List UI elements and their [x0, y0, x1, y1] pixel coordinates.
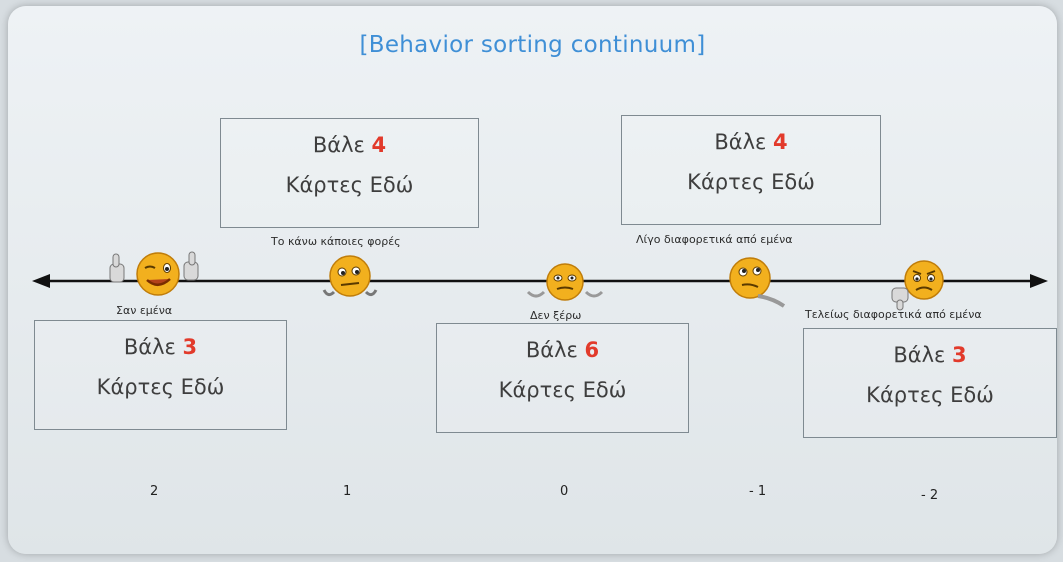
card-count: 6: [584, 338, 600, 362]
card-position-minus-2: Βάλε 3 Κάρτες Εδώ: [803, 328, 1057, 438]
poster: [Behavior sorting continuum] Βάλε 4 Κάρτ…: [8, 6, 1057, 554]
tick-minus-1: - 1: [749, 484, 767, 499]
pondering-emoji-icon: [322, 255, 378, 297]
card-word: Βάλε: [525, 338, 578, 362]
card-count: 4: [773, 130, 788, 154]
card-count: 3: [952, 343, 967, 367]
label-position-1: Το κάνω κάποιες φορές: [271, 235, 401, 248]
card-word: Βάλε: [893, 343, 946, 367]
card-caption: Κάρτες Εδώ: [866, 383, 994, 407]
card-caption: Κάρτες Εδώ: [96, 375, 225, 399]
card-word: Βάλε: [714, 130, 767, 154]
thumbs-down-emoji-icon: [891, 260, 944, 311]
label-position-2: Σαν εμένα: [116, 304, 173, 317]
card-count: 3: [182, 335, 198, 359]
tick-minus-2: - 2: [921, 488, 939, 503]
unsure-emoji-icon: [526, 263, 604, 301]
label-position-0: Δεν ξέρω: [530, 309, 582, 322]
label-position-minus-2: Τελείως διαφορετικά από εμένα: [805, 308, 982, 321]
page-title: [Behavior sorting continuum]: [359, 32, 706, 58]
thinking-emoji-icon: [729, 257, 786, 308]
card-caption: Κάρτες Εδώ: [498, 378, 627, 402]
thumbs-up-wink-emoji-icon: [109, 251, 199, 296]
card-position-1: Βάλε 4 Κάρτες Εδώ: [220, 118, 479, 228]
label-position-minus-1: Λίγο διαφορετικά από εμένα: [636, 233, 793, 246]
card-position-minus-1: Βάλε 4 Κάρτες Εδώ: [621, 115, 881, 225]
card-caption: Κάρτες Εδώ: [285, 173, 414, 197]
card-position-0: Βάλε 6 Κάρτες Εδώ: [436, 323, 689, 433]
card-position-2: Βάλε 3 Κάρτες Εδώ: [34, 320, 287, 430]
card-count: 4: [371, 133, 387, 157]
card-caption: Κάρτες Εδώ: [687, 170, 815, 194]
tick-1: 1: [343, 484, 352, 499]
card-word: Βάλε: [123, 335, 176, 359]
tick-2: 2: [150, 484, 159, 499]
continuum-axis: [32, 274, 1048, 288]
tick-0: 0: [560, 484, 569, 499]
card-word: Βάλε: [312, 133, 365, 157]
